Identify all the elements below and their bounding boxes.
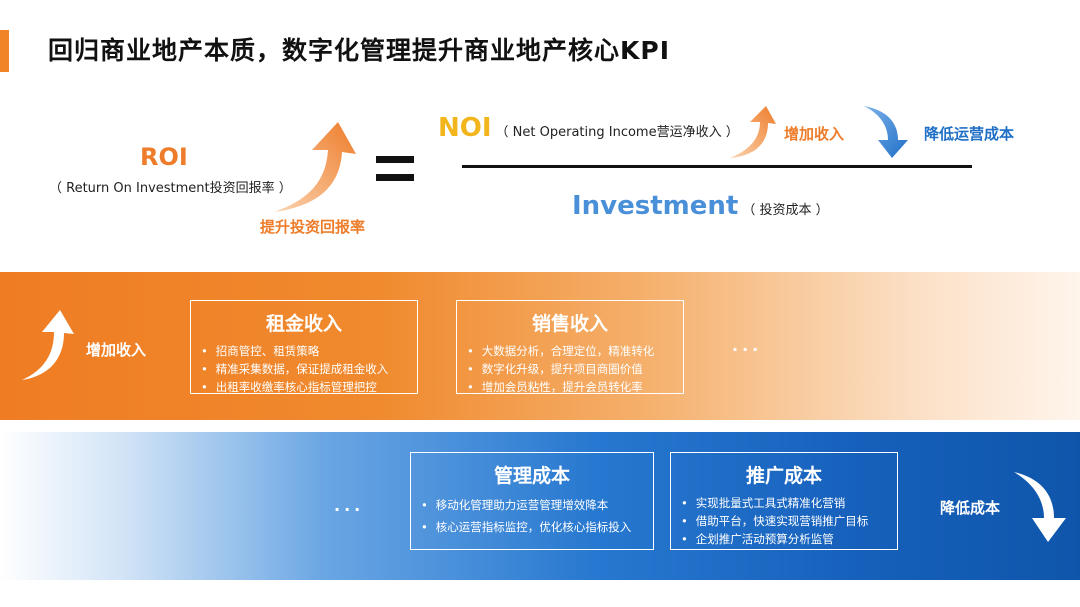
list-item: 数字化升级，提升项目商圈价值 [467, 360, 683, 378]
decrease-cost-label: 降低运营成本 [924, 125, 1015, 143]
roi-caption: 提升投资回报率 [260, 218, 366, 236]
list-item: 实现批量式工具式精准化营销 [681, 494, 897, 512]
noi-subtitle: （ Net Operating Income营运净收入 ） [495, 125, 739, 140]
list-item: 企划推广活动预算分析监管 [681, 530, 897, 548]
list-item: 出租率收缴率核心指标管理把控 [201, 378, 417, 396]
title-accent-bar [0, 30, 9, 72]
equals-sign [376, 156, 414, 181]
roi-up-arrow-icon [274, 122, 356, 212]
noi-label: NOI [438, 113, 492, 143]
income-ellipsis: ... [732, 336, 763, 355]
list-item: 增加会员粘性，提升会员转化率 [467, 378, 683, 396]
management-cost-box: 管理成本 移动化管理助力运营管理增效降本 核心运营指标监控，优化核心指标投入 [410, 452, 654, 550]
list-item: 移动化管理助力运营管理增效降本 [421, 494, 653, 516]
investment-subtitle: （ 投资成本 ） [742, 203, 829, 218]
sales-income-box: 销售收入 大数据分析，合理定位，精准转化 数字化升级，提升项目商圈价值 增加会员… [456, 300, 684, 394]
list-item: 招商管控、租赁策略 [201, 342, 417, 360]
list-item: 精准采集数据，保证提成租金收入 [201, 360, 417, 378]
investment-denominator: Investment（ 投资成本 ） [572, 191, 829, 221]
list-item: 借助平台，快速实现营销推广目标 [681, 512, 897, 530]
increase-revenue-label: 增加收入 [784, 125, 845, 143]
increase-up-arrow-icon [730, 106, 776, 158]
promotion-cost-box: 推广成本 实现批量式工具式精准化营销 借助平台，快速实现营销推广目标 企划推广活… [670, 452, 898, 550]
list-item: 大数据分析，合理定位，精准转化 [467, 342, 683, 360]
noi-numerator: NOI（ Net Operating Income营运净收入 ） [438, 113, 739, 143]
decrease-down-arrow-icon [864, 106, 908, 158]
management-cost-title: 管理成本 [493, 465, 570, 487]
promotion-cost-title: 推广成本 [745, 465, 822, 487]
rent-income-title: 租金收入 [265, 313, 342, 335]
roi-subtitle: （ Return On Investment投资回报率 ） [49, 181, 292, 196]
list-item: 核心运营指标监控，优化核心指标投入 [421, 516, 653, 538]
investment-label: Investment [572, 191, 739, 221]
fraction-line [462, 165, 972, 168]
cost-band-label: 降低成本 [940, 499, 1001, 517]
cost-down-arrow-icon [1014, 472, 1066, 542]
sales-income-title: 销售收入 [531, 313, 608, 335]
cost-ellipsis: ... [334, 496, 365, 515]
page-title: 回归商业地产本质，数字化管理提升商业地产核心KPI [48, 36, 670, 65]
roi-label: ROI [140, 143, 188, 171]
income-up-arrow-icon [22, 310, 74, 380]
rent-income-box: 租金收入 招商管控、租赁策略 精准采集数据，保证提成租金收入 出租率收缴率核心指… [190, 300, 418, 394]
income-band-label: 增加收入 [86, 341, 147, 359]
